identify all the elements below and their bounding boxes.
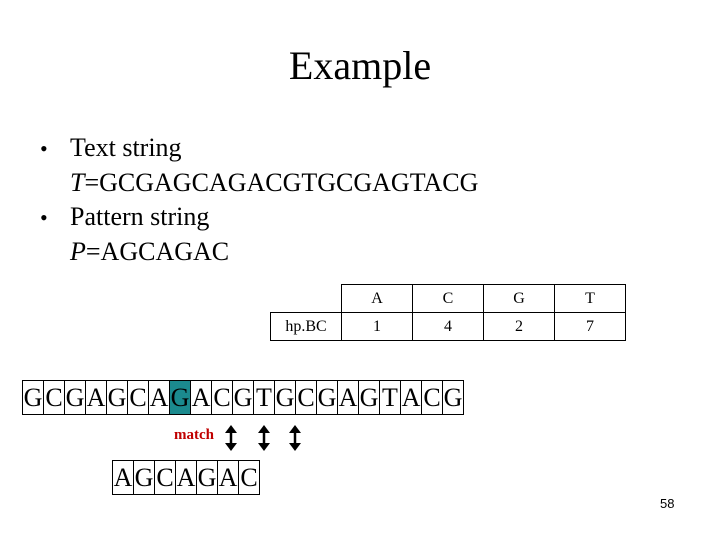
text-char-cell: A — [337, 380, 359, 415]
table-cell: 2 — [483, 312, 555, 341]
text-var: T — [70, 168, 85, 197]
bad-character-table: A C G T hp.BC 1 4 2 7 — [270, 284, 626, 341]
text-char-cell: G — [232, 380, 254, 415]
text-char-cell: A — [85, 380, 107, 415]
text-char-cell: C — [295, 380, 317, 415]
table-corner — [270, 284, 342, 313]
text-char-cell: T — [379, 380, 401, 415]
table-cell: 1 — [341, 312, 413, 341]
table-header-cell: A — [341, 284, 413, 313]
pattern-char-cell: G — [196, 460, 218, 495]
pattern-string: =AGCAGAC — [85, 237, 230, 266]
bullet-label: Pattern string — [70, 202, 210, 231]
text-char-cell: T — [253, 380, 275, 415]
pattern-char-cell: A — [175, 460, 197, 495]
table-cell: 7 — [554, 312, 626, 341]
double-arrow-icon — [258, 425, 270, 451]
text-char-cell: C — [211, 380, 233, 415]
text-char-cell: C — [127, 380, 149, 415]
table-cell: 4 — [412, 312, 484, 341]
pattern-var: P — [70, 237, 86, 266]
pattern-char-cell: C — [154, 460, 176, 495]
bullet-text-string: • Text string — [40, 131, 478, 166]
text-char-cell: G — [106, 380, 128, 415]
text-char-cell: G — [64, 380, 86, 415]
table-header-cell: T — [554, 284, 626, 313]
pattern-char-cell: G — [133, 460, 155, 495]
bullet-label: Text string — [70, 133, 182, 162]
pattern-char-cell: C — [238, 460, 260, 495]
slide-title: Example — [288, 43, 432, 88]
text-char-cell: G — [358, 380, 380, 415]
text-char-cell: G — [442, 380, 464, 415]
text-char-cell: C — [43, 380, 65, 415]
text-char-cell: A — [400, 380, 422, 415]
pattern-string-value: P=AGCAGAC — [40, 235, 478, 269]
pattern-char-cell: A — [217, 460, 239, 495]
bullet-dot-icon: • — [40, 205, 48, 230]
table-header-cell: G — [483, 284, 555, 313]
bullet-list: • Text string T=GCGAGCAGACGTGCGAGTACG • … — [40, 131, 478, 269]
page-number: 58 — [660, 496, 675, 511]
text-string: =GCGAGCAGACGTGCGAGTACG — [84, 168, 479, 197]
table-row-label: hp.BC — [270, 312, 342, 341]
match-label: match — [174, 427, 214, 443]
table-header-row: A C G T — [270, 284, 626, 313]
double-arrow-icon — [289, 425, 301, 451]
text-char-cell: G — [169, 380, 191, 415]
text-char-cell: G — [274, 380, 296, 415]
table-header-cell: C — [412, 284, 484, 313]
text-string-value: T=GCGAGCAGACGTGCGAGTACG — [40, 166, 478, 200]
text-char-cell: A — [190, 380, 212, 415]
table-row: hp.BC 1 4 2 7 — [270, 312, 626, 341]
text-char-cell: C — [421, 380, 443, 415]
text-char-cell: G — [316, 380, 338, 415]
text-char-cell: G — [22, 380, 44, 415]
text-char-cell: A — [148, 380, 170, 415]
double-arrow-icon — [225, 425, 237, 451]
bullet-pattern-string: • Pattern string — [40, 200, 478, 235]
bullet-dot-icon: • — [40, 136, 48, 161]
pattern-char-cell: A — [112, 460, 134, 495]
